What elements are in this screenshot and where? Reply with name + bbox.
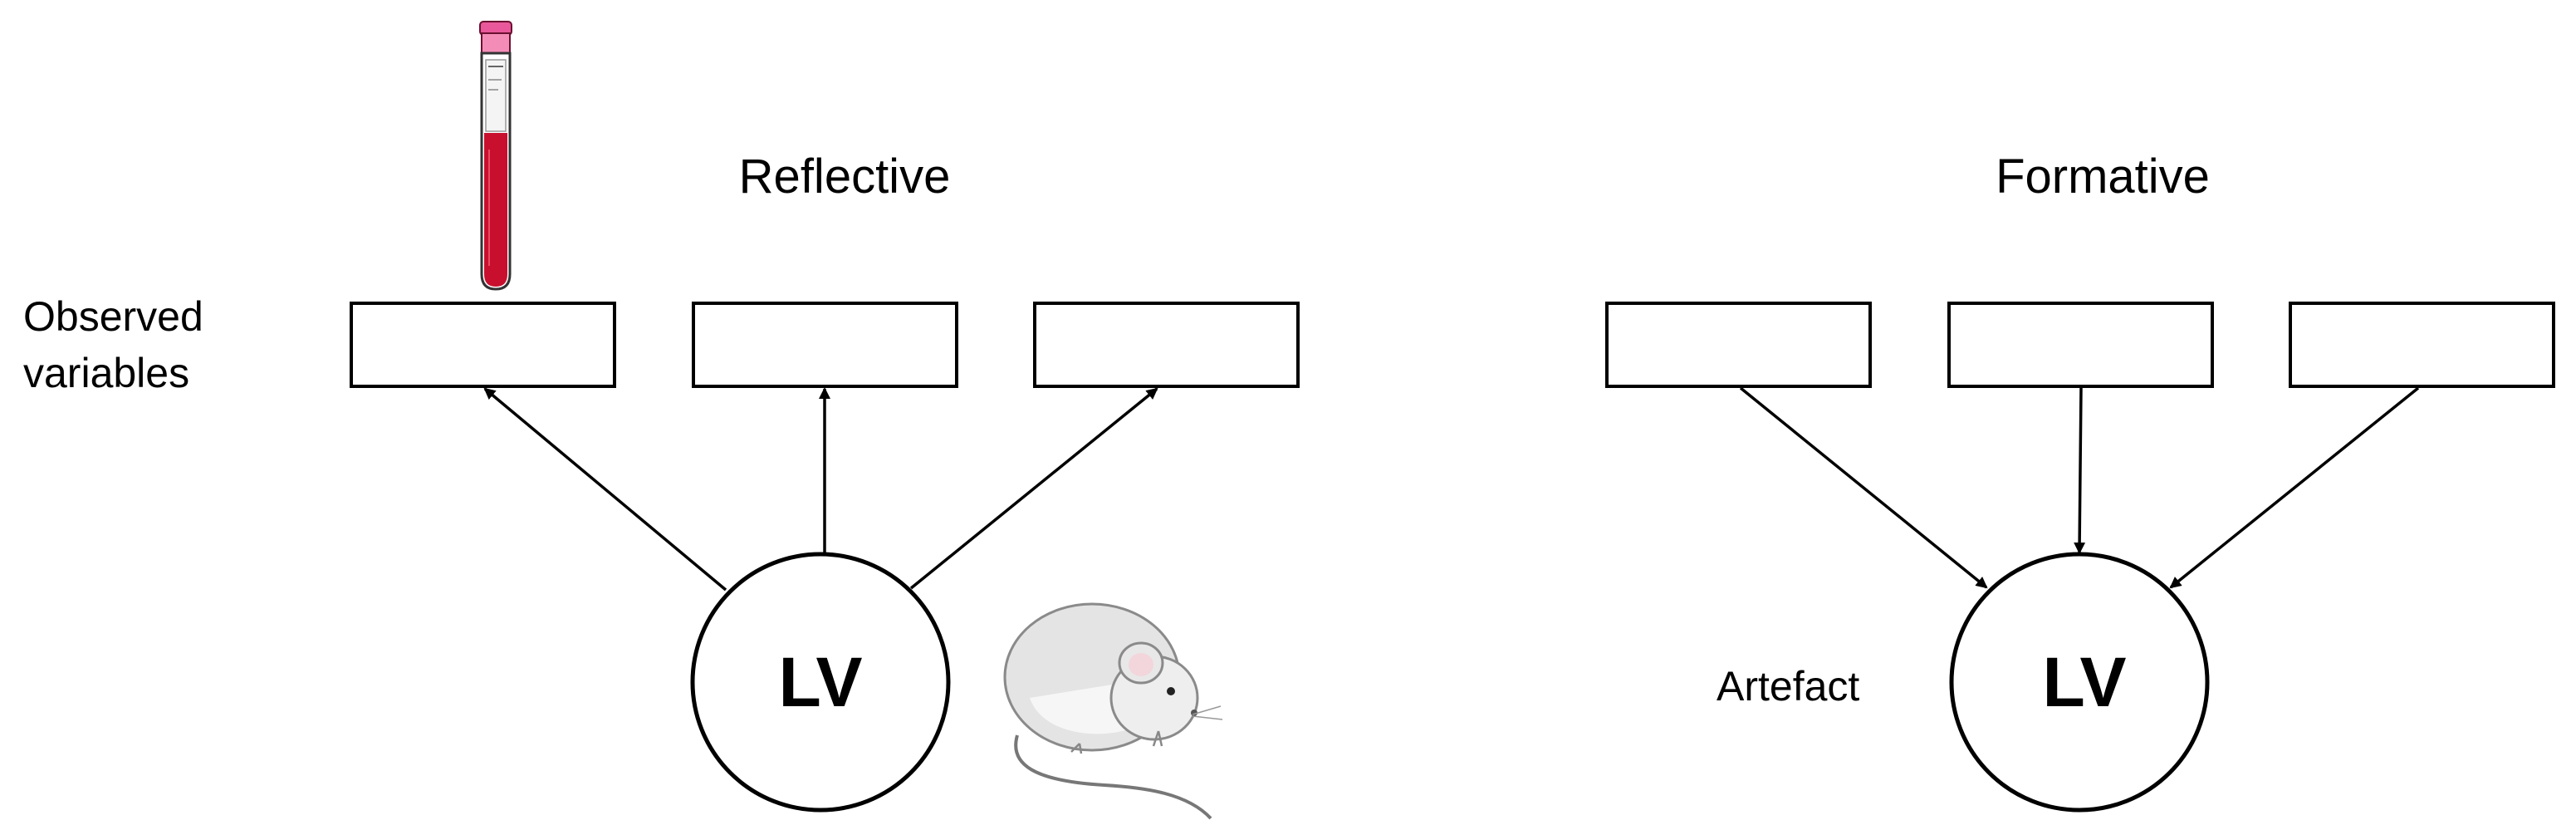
reflective-indicator-box-2 [692,302,958,388]
artefact-label: Artefact [1717,663,1859,710]
reflective-arrow-3 [909,387,1158,590]
observed-variables-label-line2: variables [23,350,189,396]
formative-arrow-3 [2169,386,2420,589]
blood-tube-icon [479,21,512,291]
formative-arrow-2 [2074,387,2086,554]
formative-indicator-box-2 [1947,302,2214,388]
observed-variables-label-line1: Observed [23,293,203,340]
mouse-icon [1003,602,1223,820]
formative-latent-variable [1949,552,2210,813]
formative-panel: Formative LV Artefact [1605,150,2555,813]
reflective-indicator-box-1 [350,302,616,388]
formative-title: Formative [1996,150,2210,204]
reflective-title: Reflective [739,150,951,204]
formative-arrow-1 [1739,386,1988,589]
reflective-panel: Reflective Observed variables LV [23,150,1300,813]
reflective-latent-variable [690,552,951,813]
reflective-latent-label: LV [778,643,862,721]
reflective-arrow-1 [483,387,727,592]
formative-indicator-box-1 [1605,302,1872,388]
formative-latent-label: LV [2042,643,2126,721]
formative-indicator-box-3 [2289,302,2555,388]
reflective-indicator-box-3 [1033,302,1300,388]
